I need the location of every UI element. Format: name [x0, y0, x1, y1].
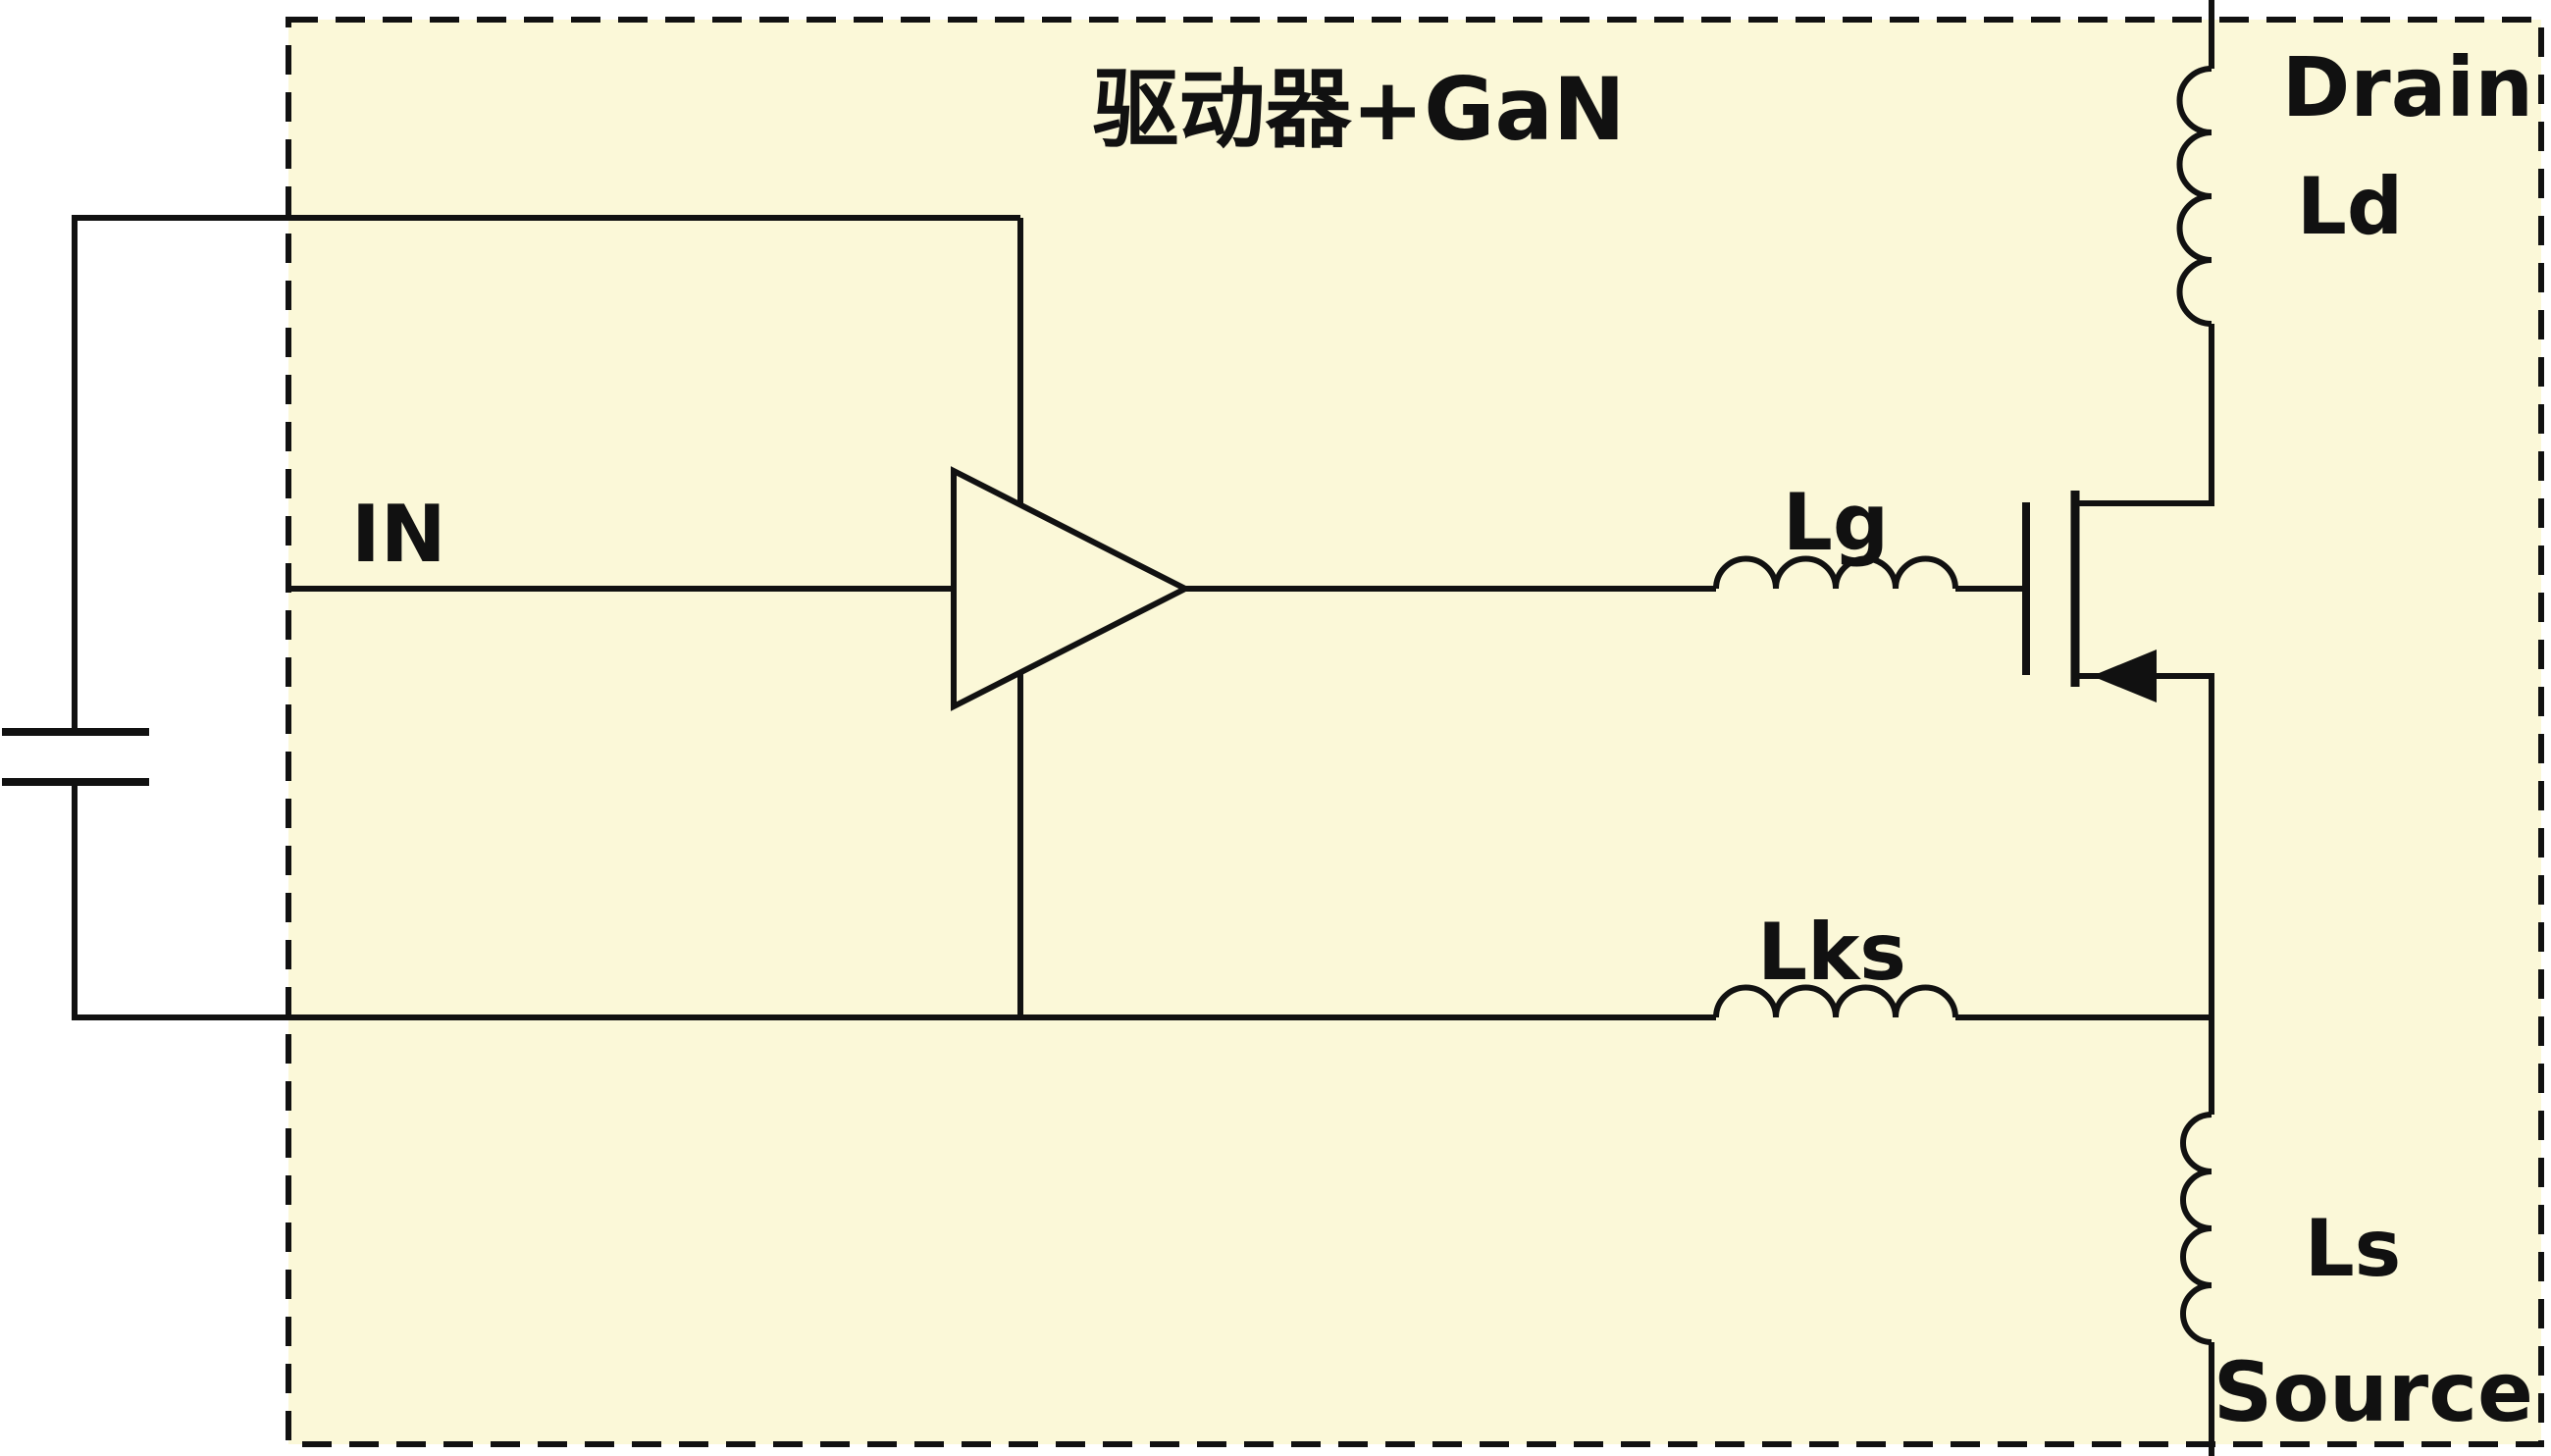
drain-inductor-label: Ld	[2297, 161, 2403, 252]
wire-bottom-return	[72, 782, 1716, 1020]
source-inductor-coil	[2180, 1112, 2213, 1345]
driver-buffer-symbol	[951, 466, 1192, 711]
wire-top-supply	[72, 215, 1020, 732]
transistor-source-arrow-icon	[2092, 650, 2157, 702]
kelvin-inductor-label: Lks	[1757, 907, 1906, 998]
drain-terminal-label: Drain	[2282, 39, 2533, 135]
diagram-title: 驱动器+GaN	[1093, 59, 1626, 160]
source-terminal-label: Source	[2213, 1344, 2533, 1440]
gate-inductor-coil	[1713, 555, 1958, 590]
wire-drain-lead	[2075, 324, 2214, 506]
kelvin-source-inductor-coil	[1713, 984, 1958, 1018]
drain-inductor-coil	[2176, 66, 2213, 327]
input-label: IN	[351, 489, 446, 580]
gate-inductor-label: Lg	[1783, 477, 1889, 568]
driver-gan-module-boundary	[286, 17, 2544, 1447]
source-inductor-label: Ls	[2305, 1203, 2402, 1294]
